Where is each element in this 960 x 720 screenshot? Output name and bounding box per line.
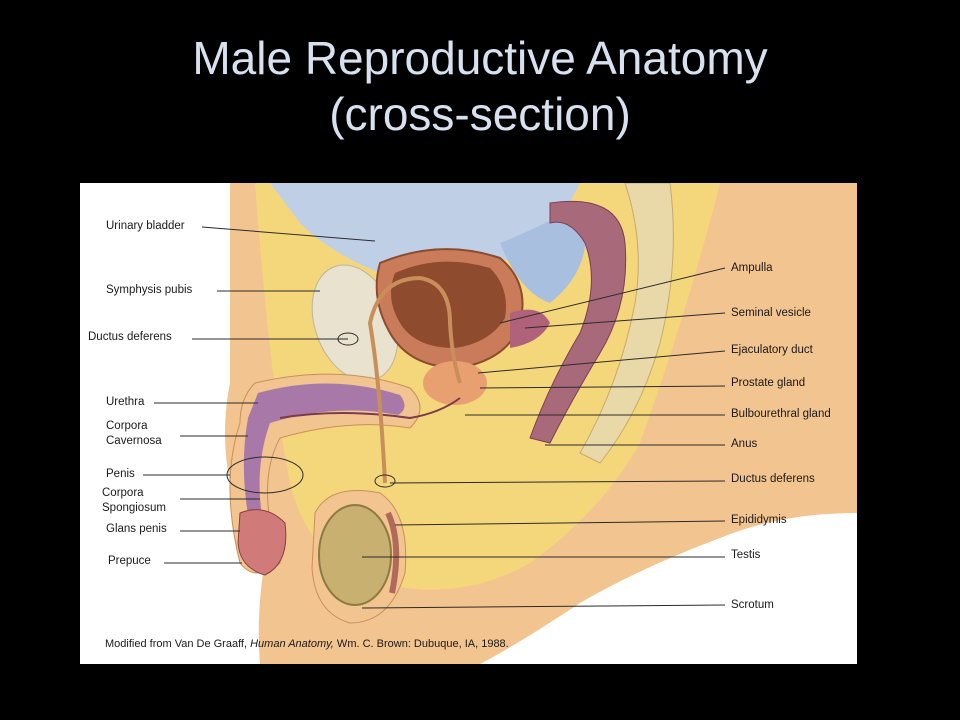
leader-lines-left xyxy=(143,226,376,564)
epididymis xyxy=(385,511,400,594)
label-urinary-bladder: Urinary bladder xyxy=(106,220,185,232)
caption-book: Human Anatomy, xyxy=(250,638,334,650)
caption-suffix: Wm. C. Brown: Dubuque, IA, 1988. xyxy=(333,638,509,650)
label-ductus-deferens-left: Ductus deferens xyxy=(88,331,172,343)
figure-caption: Modified from Van De Graaff, Human Anato… xyxy=(105,638,509,650)
caption-prefix: Modified from Van De Graaff, xyxy=(105,638,251,650)
label-prepuce: Prepuce xyxy=(108,555,151,567)
glans-penis xyxy=(237,509,287,576)
pelvic-cavity xyxy=(500,203,586,303)
label-prostate-gland: Prostate gland xyxy=(731,377,806,389)
label-testis: Testis xyxy=(731,549,761,561)
markers xyxy=(226,332,396,494)
label-epididymis: Epididymis xyxy=(731,514,787,526)
label-corpora-spongiosum-1: Corpora xyxy=(102,487,144,499)
label-urethra: Urethra xyxy=(106,396,145,408)
label-scrotum: Scrotum xyxy=(731,599,774,611)
label-ductus-deferens-right: Ductus deferens xyxy=(731,473,815,485)
label-bulbourethral-gland: Bulbourethral gland xyxy=(731,408,831,420)
penis-shaft xyxy=(229,373,421,574)
title-line-1: Male Reproductive Anatomy xyxy=(192,32,768,84)
testis xyxy=(318,504,392,606)
label-ejaculatory-duct: Ejaculatory duct xyxy=(731,344,813,356)
label-symphysis-pubis: Symphysis pubis xyxy=(106,284,193,296)
label-corpora-spongiosum-2: Spongiosum xyxy=(102,502,166,514)
leader-lines-right xyxy=(361,267,726,609)
label-glans-penis: Glans penis xyxy=(106,523,167,535)
label-seminal-vesicle: Seminal vesicle xyxy=(731,307,811,319)
title-line-2: (cross-section) xyxy=(329,88,631,140)
prostate-gland xyxy=(423,361,487,405)
label-anus: Anus xyxy=(731,438,758,450)
ductus-deferens-path xyxy=(367,275,462,484)
label-penis: Penis xyxy=(106,468,135,480)
anatomy-illustration xyxy=(143,183,857,664)
urethra-duct xyxy=(279,397,461,420)
abdominal-cavity xyxy=(270,183,580,273)
label-corpora-cavernosa-1: Corpora xyxy=(106,420,148,432)
rectum xyxy=(529,200,627,444)
seminal-vesicle xyxy=(510,309,550,348)
anatomy-figure: Urinary bladder Symphysis pubis Ductus d… xyxy=(80,183,857,664)
label-ampulla: Ampulla xyxy=(731,262,773,274)
slide-title: Male Reproductive Anatomy (cross-section… xyxy=(0,30,960,142)
label-corpora-cavernosa-2: Cavernosa xyxy=(106,435,162,447)
